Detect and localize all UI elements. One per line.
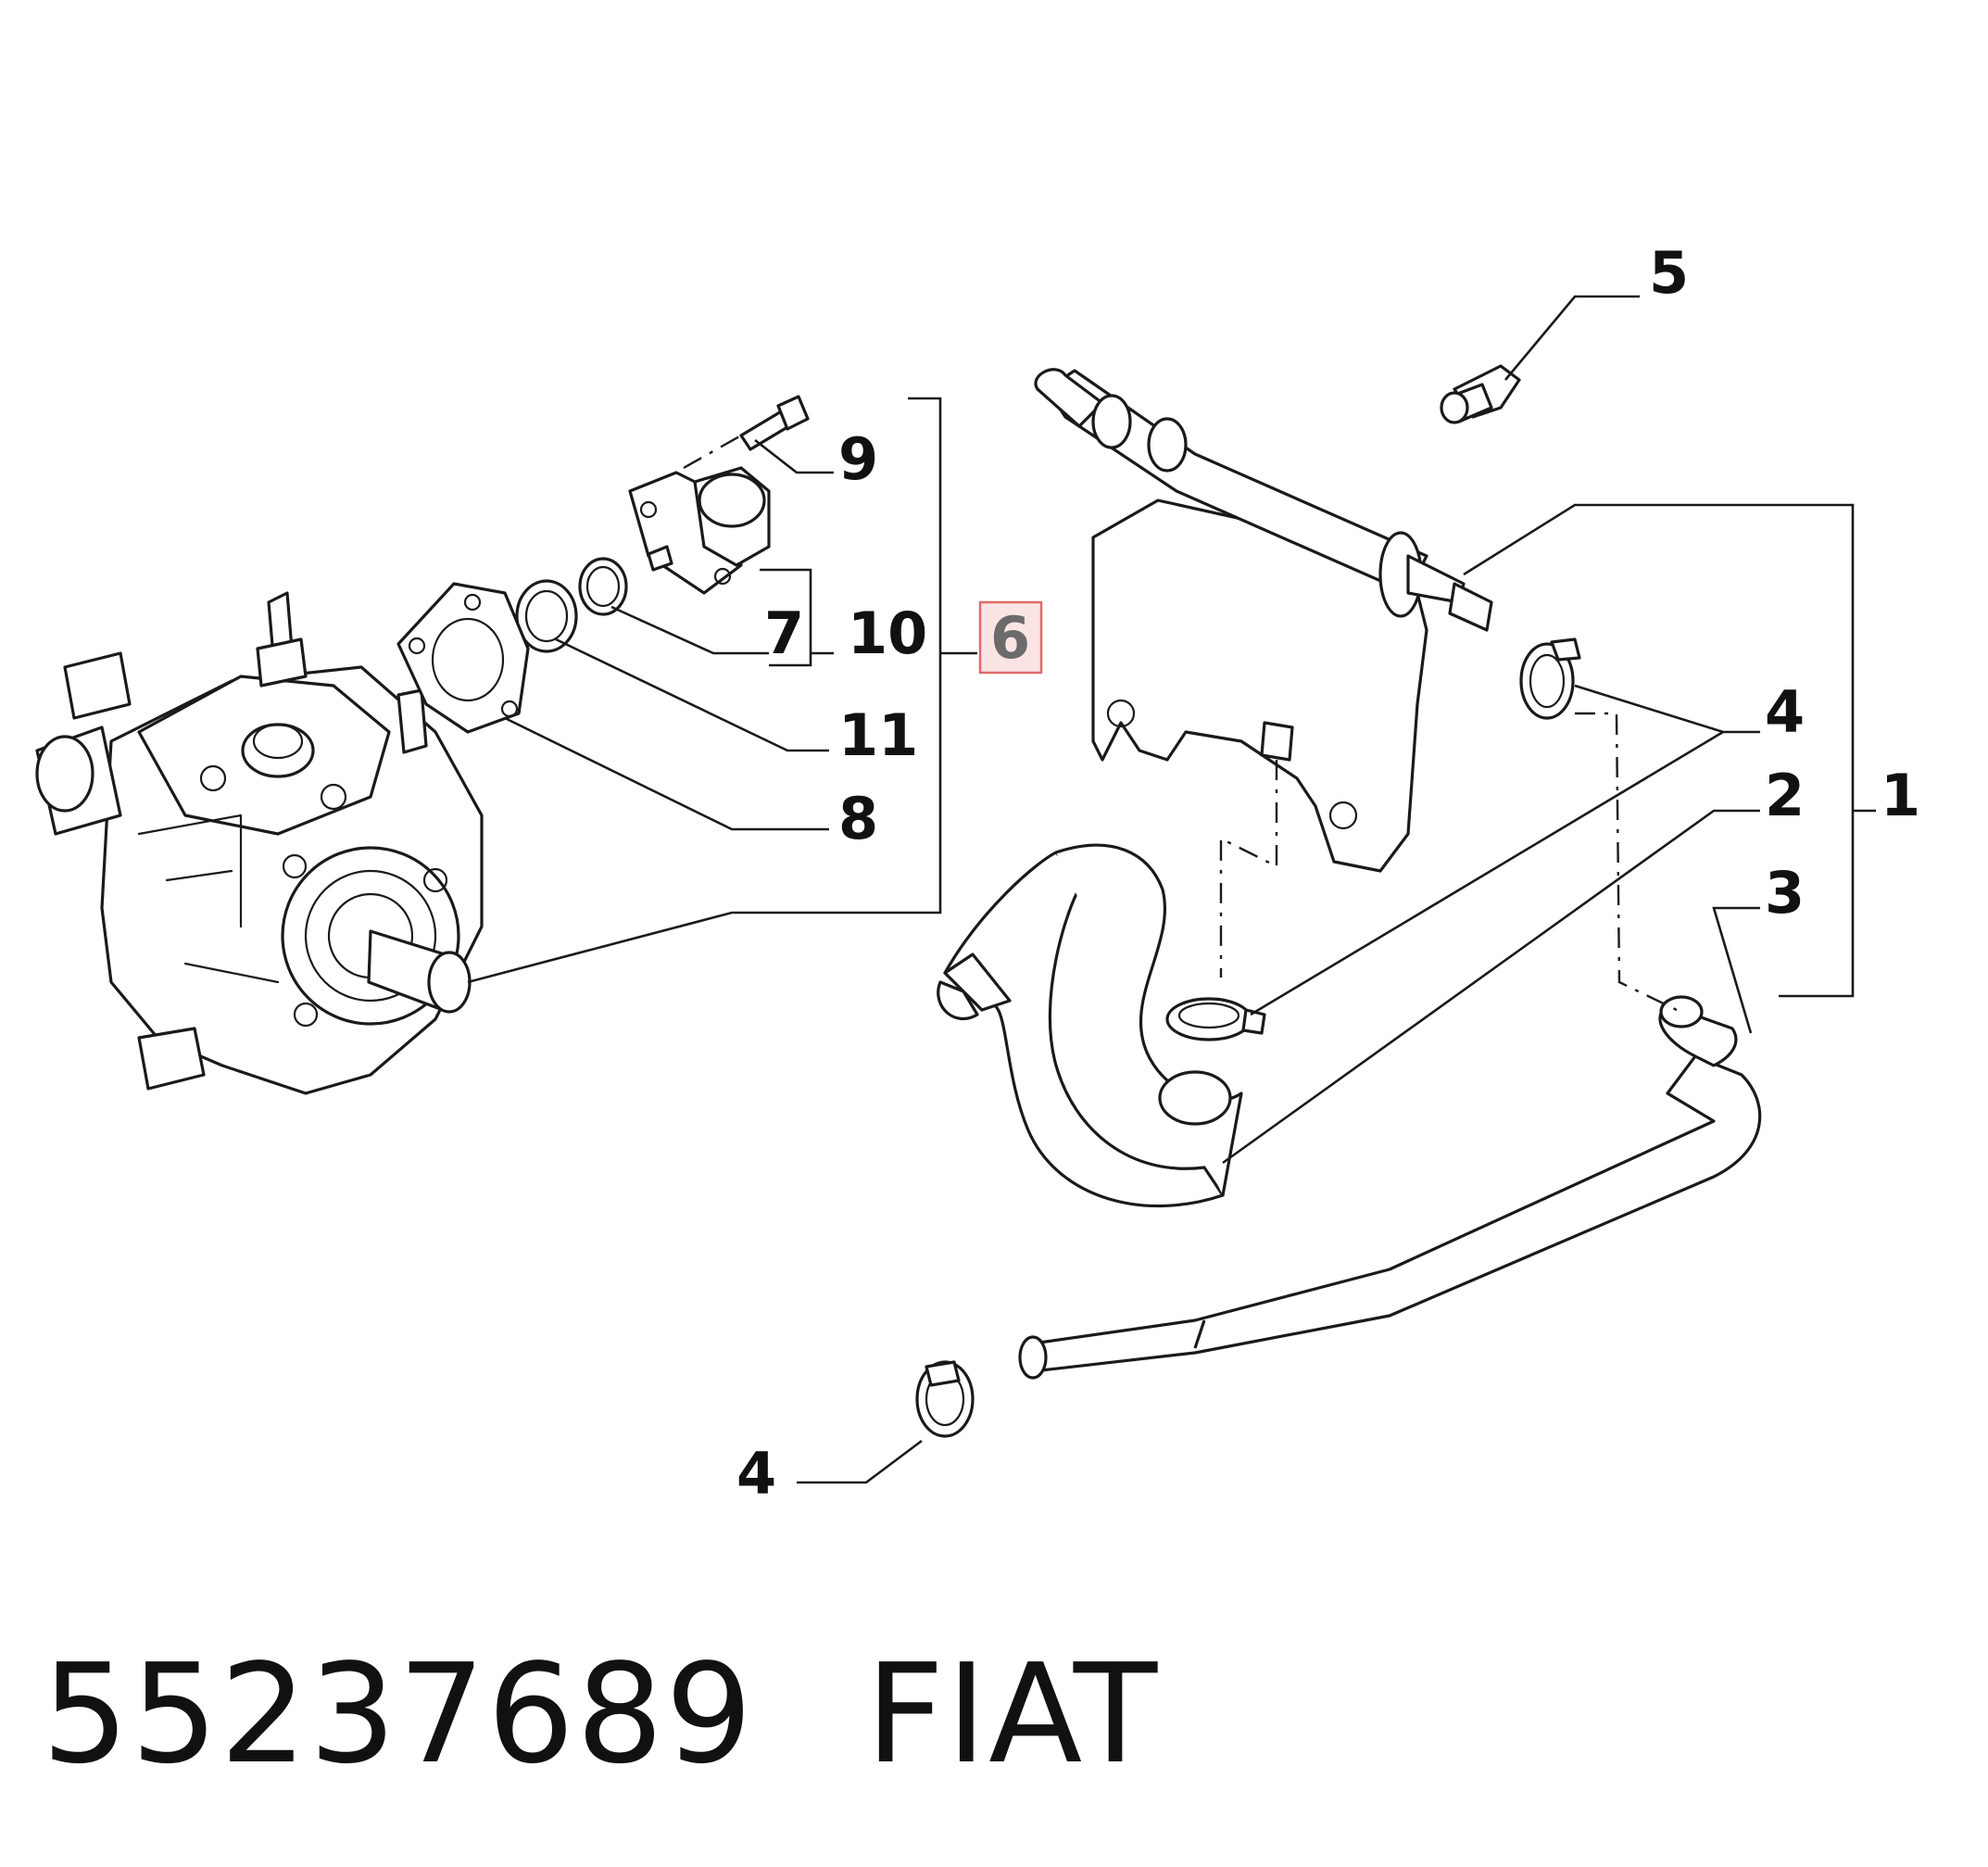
callout-2: 2 [1765, 762, 1805, 829]
callout-11: 11 [838, 701, 918, 769]
hose-2 [937, 843, 1243, 1208]
callout-10: 10 [848, 599, 927, 667]
gasket-8 [396, 582, 530, 734]
high-pressure-pump [35, 591, 484, 1095]
callout-5: 5 [1649, 239, 1689, 307]
part-number-caption: 55237689 FIAT [42, 1634, 1159, 1794]
regulator-valve-7 [628, 466, 771, 595]
alignment-lines [683, 434, 1678, 1012]
hose-clamp-lower [915, 1360, 975, 1438]
pressure-regulator-assembly [396, 395, 810, 734]
callout-4-lower: 4 [736, 1440, 776, 1507]
o-ring-11 [578, 557, 628, 616]
bolt-5 [1440, 364, 1521, 424]
callouts: 5 9 7 10 11 8 6 4 2 1 3 4 [736, 239, 1920, 1507]
callout-6[interactable]: 6 [990, 604, 1030, 672]
bolt-9 [739, 395, 810, 451]
callout-9: 9 [838, 425, 878, 493]
part-number: 55237689 [42, 1634, 755, 1794]
callout-8: 8 [838, 785, 878, 852]
leader-lines [467, 295, 1876, 1484]
callout-7: 7 [764, 599, 804, 667]
fuel-bracket-assembly [1034, 368, 1493, 873]
callout-6-highlight[interactable]: 6 [978, 600, 1043, 675]
callout-4-upper: 4 [1765, 678, 1805, 746]
callout-3: 3 [1765, 859, 1805, 927]
hose-3 [1018, 995, 1762, 1380]
callout-1: 1 [1881, 762, 1920, 829]
hose-clamp-upper [1519, 637, 1581, 720]
hose-clamp-middle [1165, 997, 1266, 1041]
brand-name: FIAT [865, 1634, 1160, 1794]
o-ring-large [515, 579, 578, 653]
